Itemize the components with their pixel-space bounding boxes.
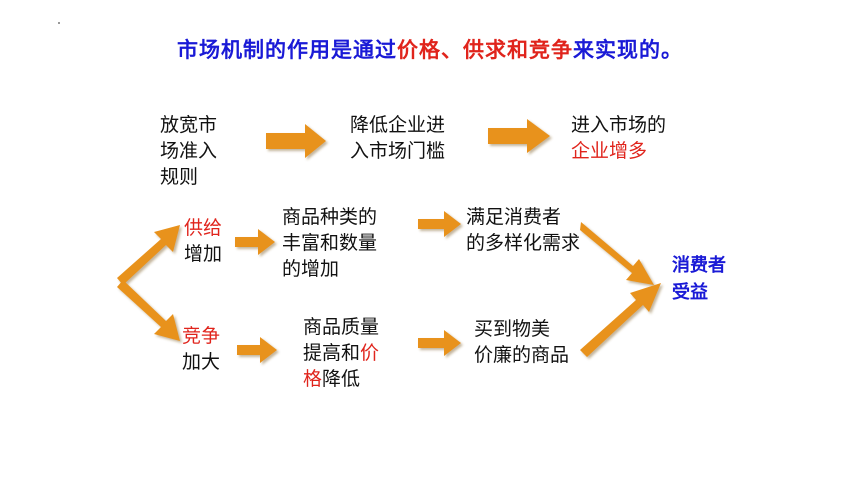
arrow-row1-1 xyxy=(266,124,326,158)
arrow-competition-1 xyxy=(237,337,277,363)
arrow-supply-2 xyxy=(418,211,461,237)
decorative-dot xyxy=(58,22,60,24)
node-quality-price: 商品质量 提高和价 格降低 xyxy=(303,316,380,390)
arrow-converge-top xyxy=(580,222,654,285)
node-lower-entry-threshold: 降低企业进 入市场门槛 xyxy=(350,114,446,162)
node-product-variety: 商品种类的 丰富和数量 的增加 xyxy=(282,206,378,280)
node-competition-increase: 竞争 加大 xyxy=(182,325,221,373)
node-good-cheap-goods: 买到物美 价廉的商品 xyxy=(474,318,570,366)
arrow-branch-up xyxy=(117,225,180,285)
title-part-2: 价格、供求和竞争 xyxy=(397,37,573,62)
node-diverse-needs: 满足消费者 的多样化需求 xyxy=(466,206,581,254)
arrow-converge-bottom xyxy=(580,283,661,357)
page-title: 市场机制的作用是通过价格、供求和竞争来实现的。 xyxy=(0,34,860,64)
node-consumer-benefit: 消费者 受益 xyxy=(672,255,726,303)
title-part-3: 来实现的。 xyxy=(573,37,683,62)
node-more-enterprises: 进入市场的 企业增多 xyxy=(571,114,667,162)
arrow-branch-down xyxy=(117,280,180,341)
title-part-1: 市场机制的作用是通过 xyxy=(177,37,397,62)
arrow-competition-2 xyxy=(418,330,461,356)
arrow-row1-2 xyxy=(488,119,550,153)
node-supply-increase: 供给 增加 xyxy=(184,217,223,265)
node-relax-market-access: 放宽市 场准入 规则 xyxy=(160,114,218,188)
arrow-supply-1 xyxy=(235,229,275,255)
